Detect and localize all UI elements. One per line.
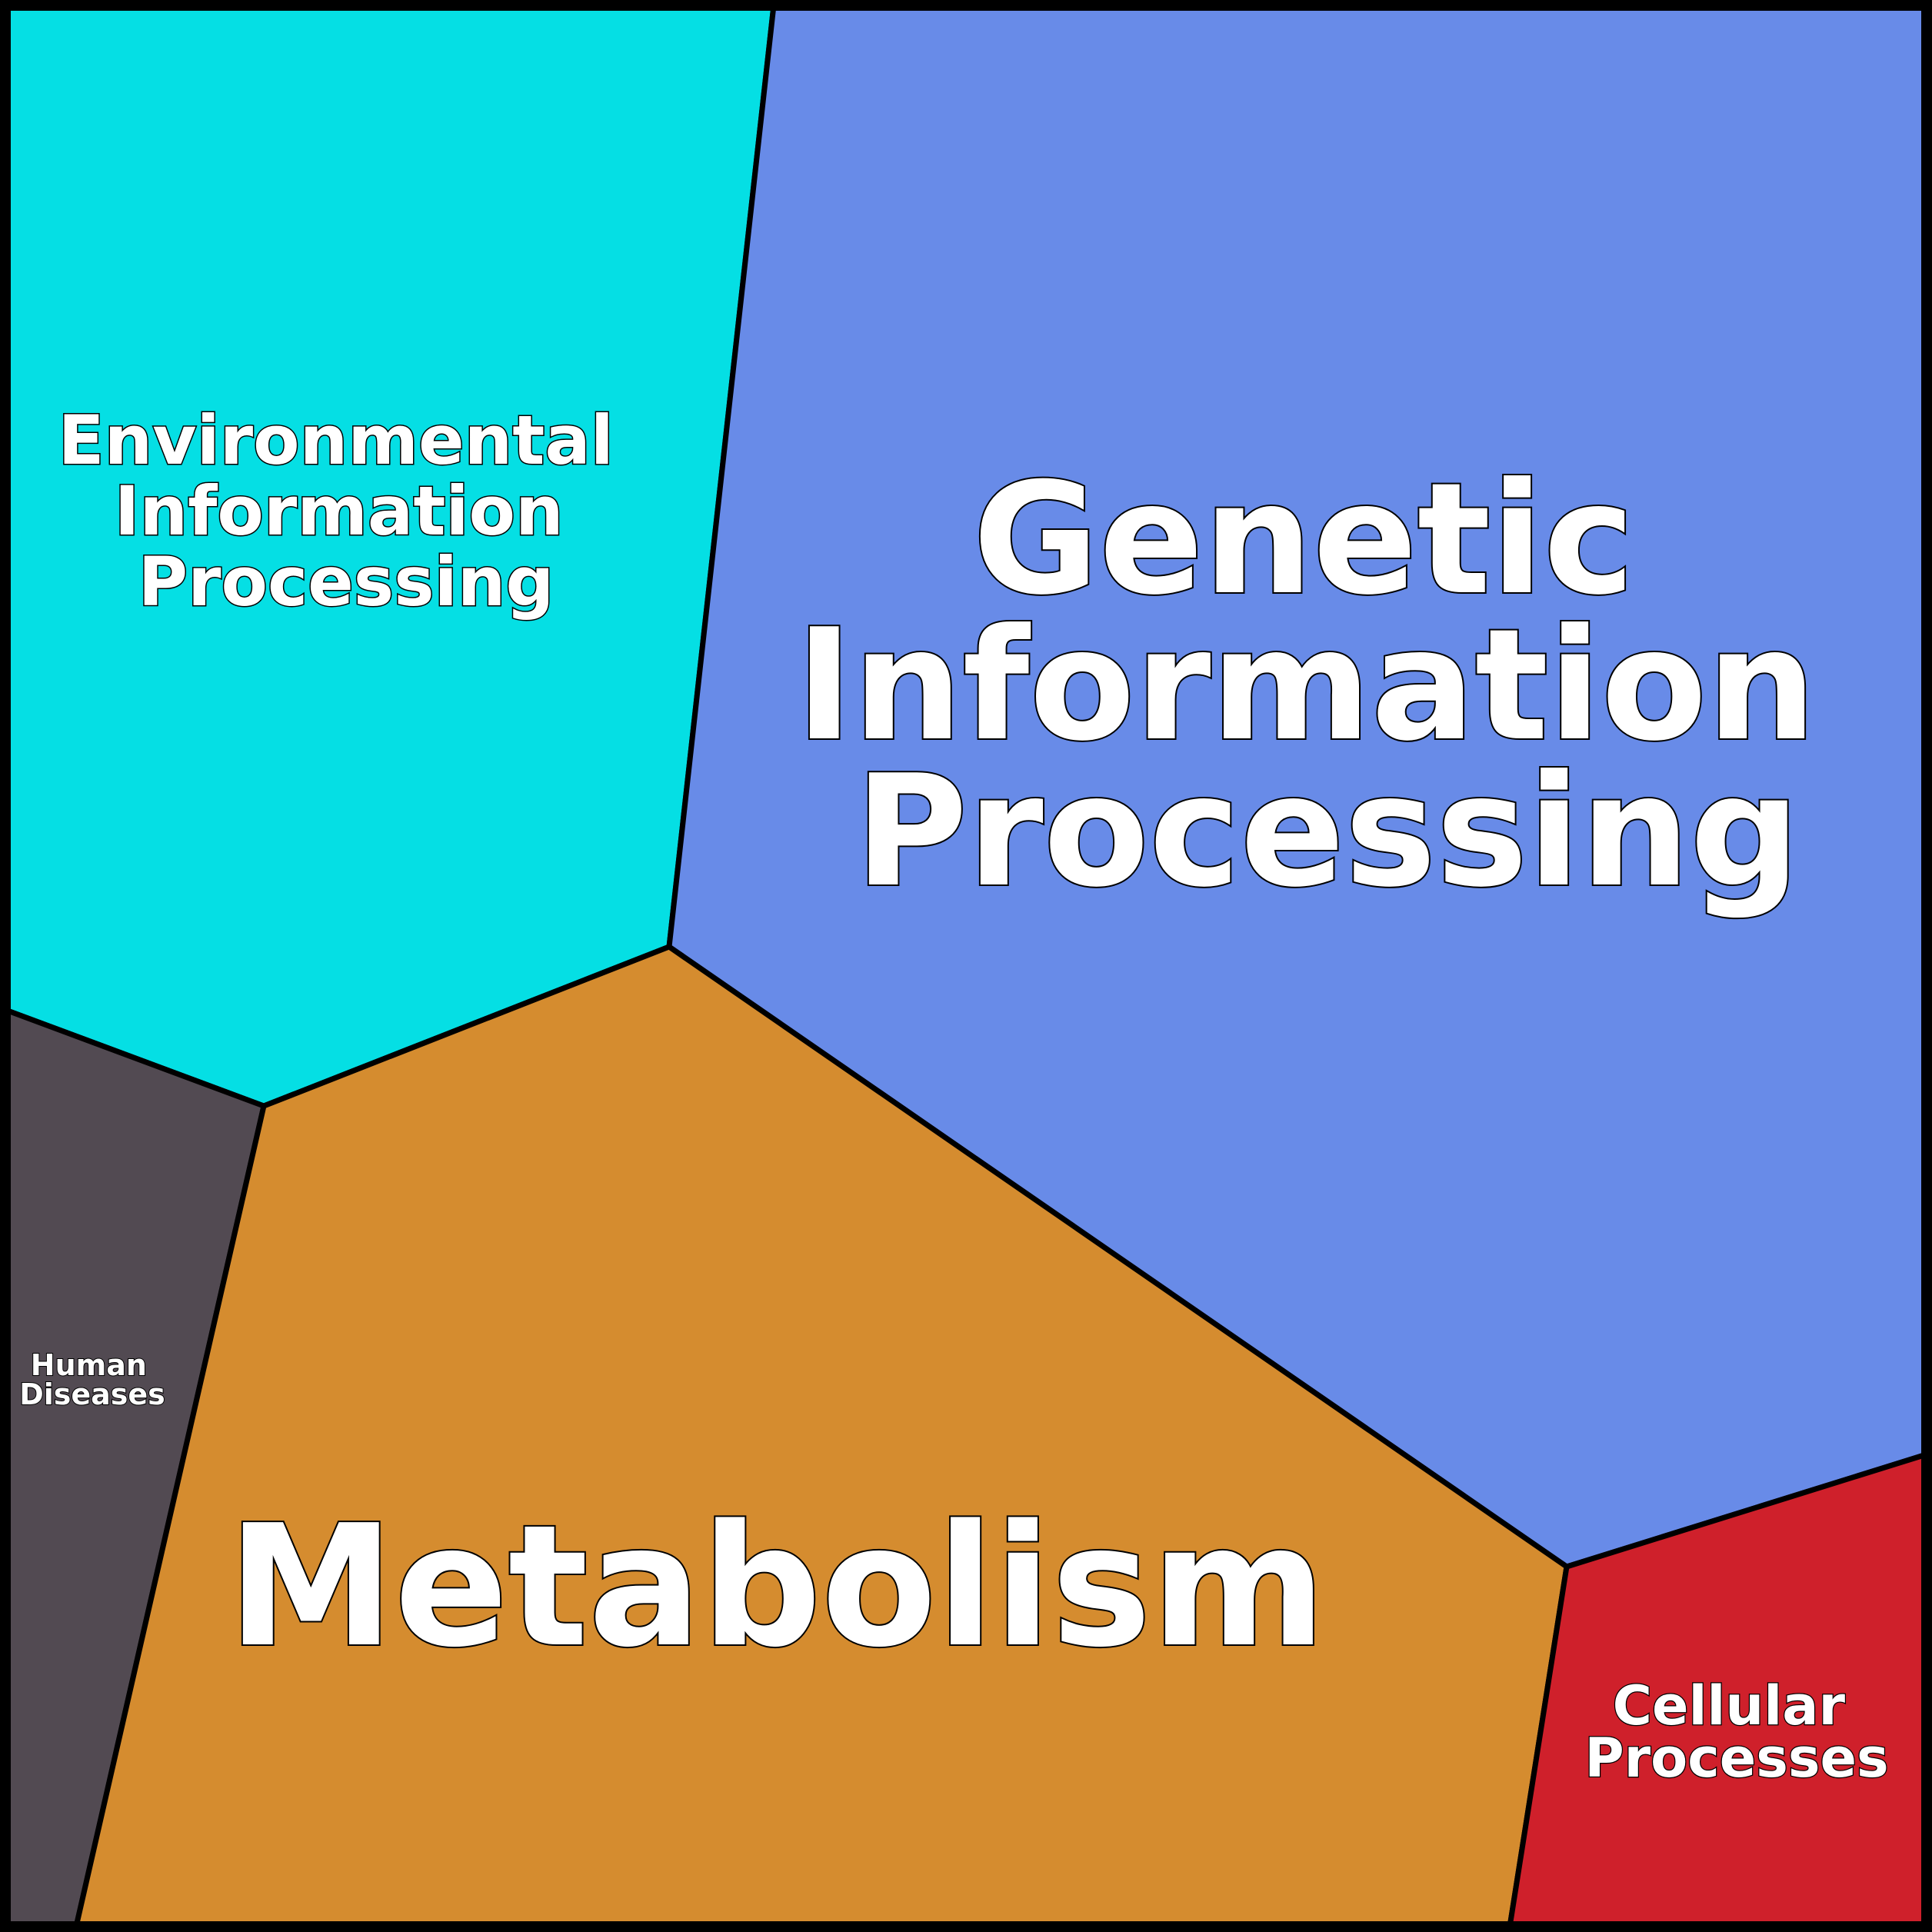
label-human-diseases: Human Diseases [19,1348,165,1411]
label-environmental-line: Environmental [58,401,613,480]
label-cellular-line: Processes [1584,1727,1888,1790]
label-genetic-line: Information [796,596,1817,775]
label-genetic: Genetic Information Processing [796,450,1870,921]
label-environmental-line: Processing [138,542,555,621]
label-cellular-line: Cellular [1613,1674,1846,1737]
label-human-diseases-line: Diseases [19,1377,165,1411]
label-genetic-line: Genetic [973,450,1635,629]
label-genetic-line: Processing [854,742,1800,921]
label-environmental-line: Information [115,471,564,551]
label-cellular: Cellular Processes [1584,1674,1888,1790]
label-metabolism: Metabolism [228,1490,1326,1684]
label-human-diseases-line: Human [31,1348,147,1382]
label-metabolism-line: Metabolism [228,1490,1326,1684]
label-environmental: Environmental Information Processing [58,401,637,621]
